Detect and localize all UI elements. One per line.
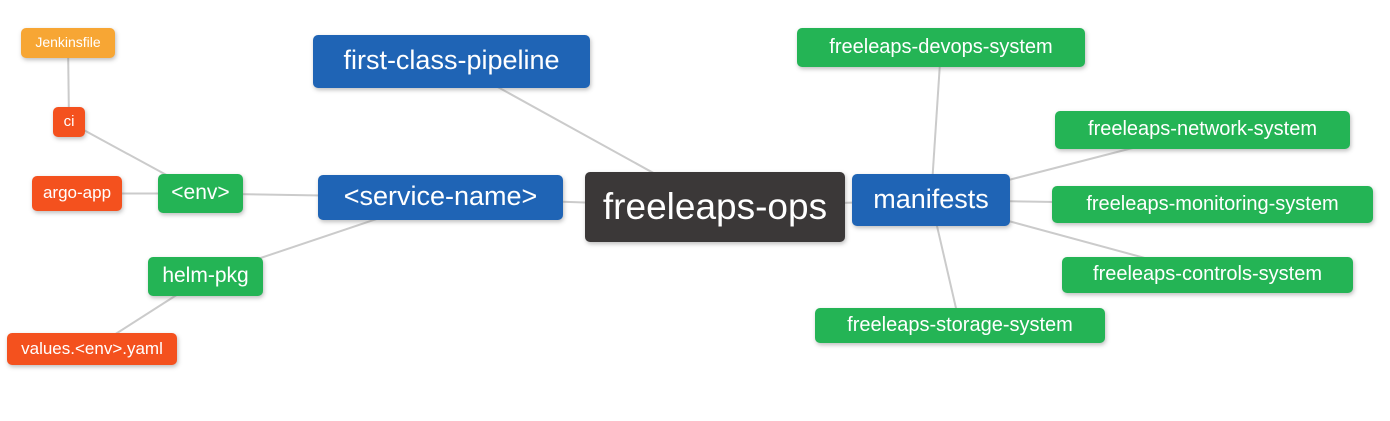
node-devops-system[interactable]: freeleaps-devops-system xyxy=(797,28,1085,67)
node-label: freeleaps-controls-system xyxy=(1093,263,1322,285)
node-label: freeleaps-network-system xyxy=(1088,118,1317,140)
node-label: first-class-pipeline xyxy=(343,45,560,75)
node-env[interactable]: <env> xyxy=(158,174,243,213)
node-label: argo-app xyxy=(42,183,112,202)
node-argo-app[interactable]: argo-app xyxy=(32,176,122,211)
node-network-system[interactable]: freeleaps-network-system xyxy=(1055,111,1350,149)
node-controls-system[interactable]: freeleaps-controls-system xyxy=(1062,257,1353,293)
node-label: <env> xyxy=(171,181,230,204)
node-label: Jenkinsfile xyxy=(35,34,101,50)
node-jenkinsfile[interactable]: Jenkinsfile xyxy=(21,28,115,58)
node-service-name[interactable]: <service-name> xyxy=(318,175,563,220)
node-label: freeleaps-ops xyxy=(602,185,828,227)
node-monitoring-system[interactable]: freeleaps-monitoring-system xyxy=(1052,186,1373,223)
node-label: manifests xyxy=(873,183,989,214)
node-first-class-pipeline[interactable]: first-class-pipeline xyxy=(313,35,590,88)
node-manifests[interactable]: manifests xyxy=(852,174,1010,226)
node-label: ci xyxy=(63,112,75,130)
node-storage-system[interactable]: freeleaps-storage-system xyxy=(815,308,1105,343)
node-label: freeleaps-devops-system xyxy=(829,35,1053,58)
node-label: freeleaps-storage-system xyxy=(847,313,1073,336)
node-freeleaps-ops[interactable]: freeleaps-ops xyxy=(585,172,845,242)
node-values-env-yaml[interactable]: values.<env>.yaml xyxy=(7,333,177,365)
node-helm-pkg[interactable]: helm-pkg xyxy=(148,257,263,296)
node-label: helm-pkg xyxy=(162,264,249,287)
node-label: values.<env>.yaml xyxy=(21,338,163,358)
node-label: <service-name> xyxy=(343,181,538,211)
node-label: freeleaps-monitoring-system xyxy=(1086,192,1339,215)
node-ci[interactable]: ci xyxy=(53,107,85,137)
